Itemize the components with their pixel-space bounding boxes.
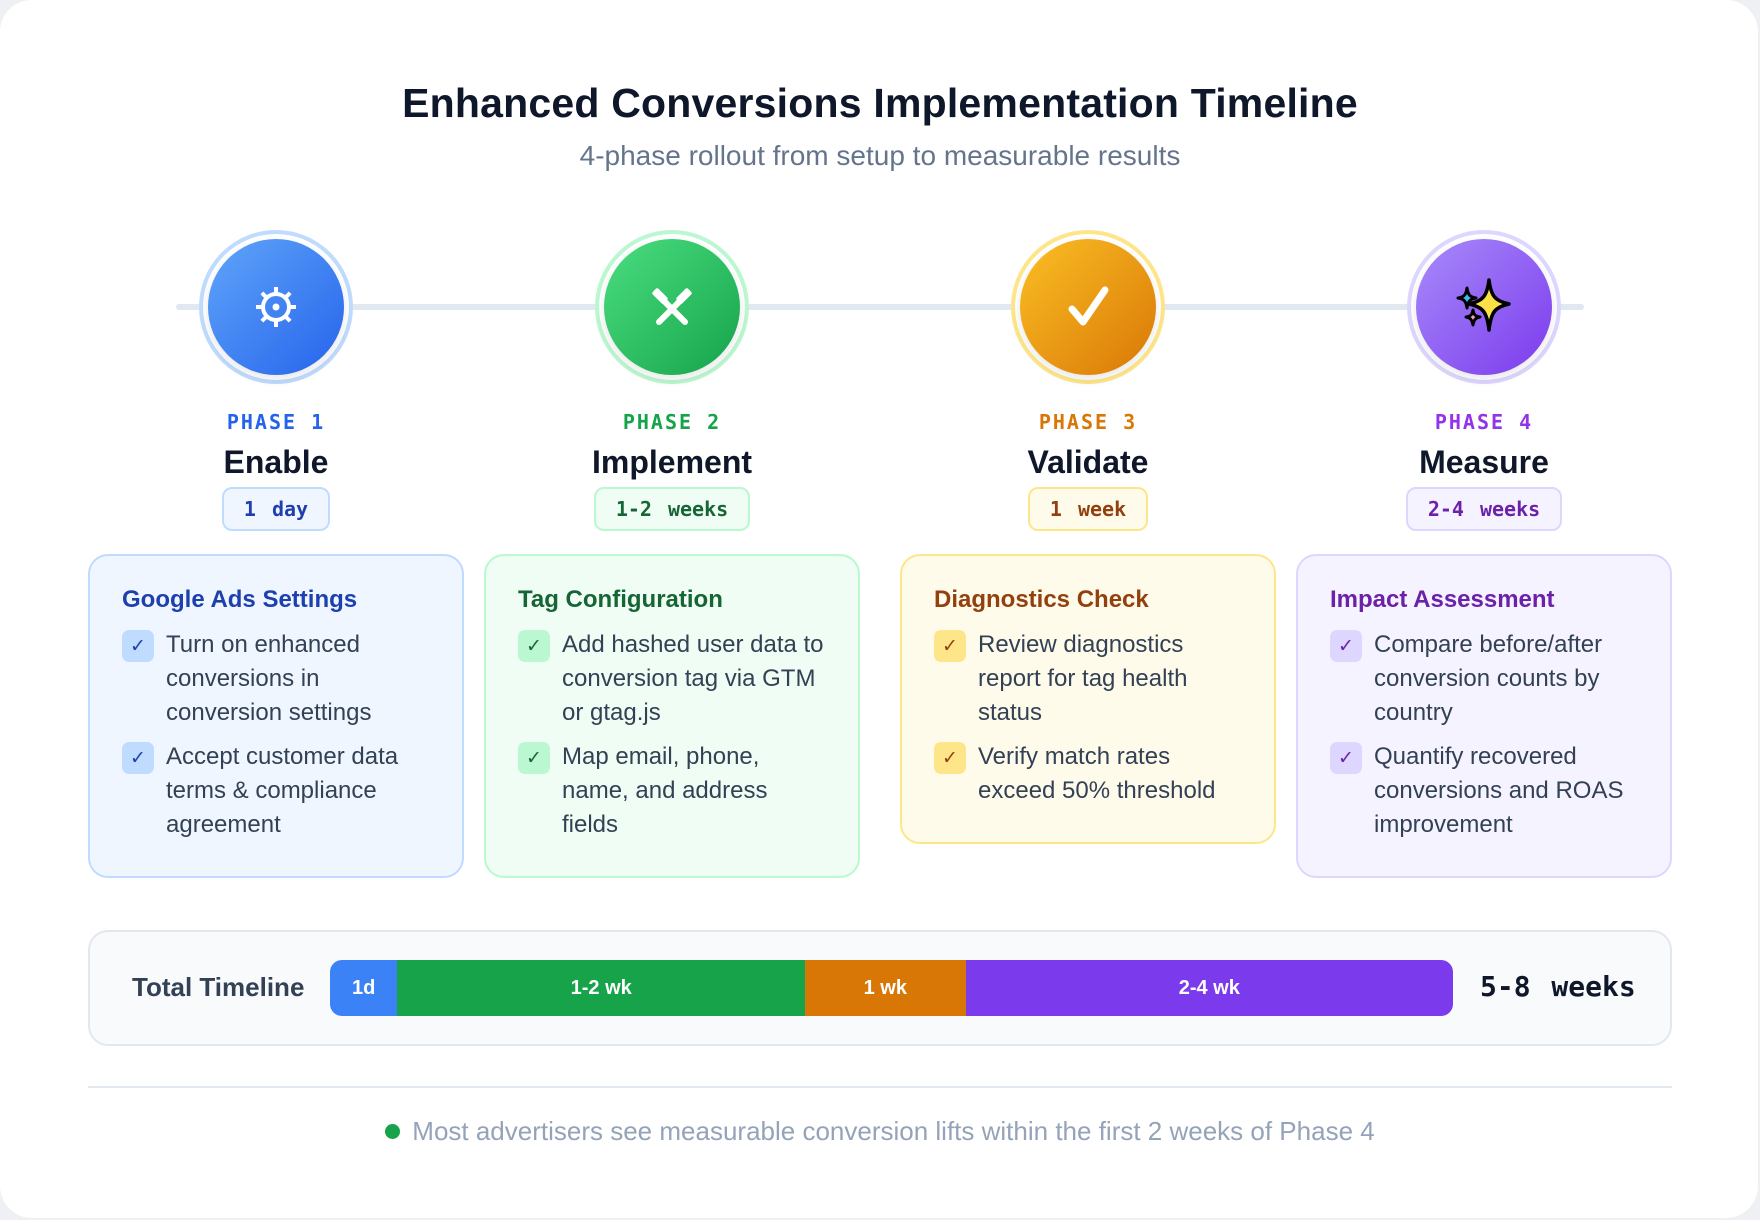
check-icon: ✓ [1330,742,1362,774]
phase-connector-line [176,304,1584,310]
checklist-item-text: Accept customer data terms & compliance … [166,743,399,838]
detail-card-heading: Impact Assessment [1330,586,1555,613]
phase-3-duration-badge: 1 week [1027,487,1149,531]
total-timeline-bar: 1d 1-2 wk 1 wk 2-4 wk [330,960,1453,1016]
total-timeline-panel: Total Timeline 1d 1-2 wk 1 wk 2-4 wk 5-8… [88,930,1672,1046]
phase-2-name: Implement [591,444,753,480]
checklist-item: ✓ Map email, phone, name, and address fi… [518,740,826,842]
check-icon: ✓ [934,742,966,774]
phase-2-duration-badge: 1-2 weeks [593,487,751,531]
phase-2-label: PHASE 2 [622,410,722,434]
hammer-pick-icon [652,288,692,325]
phase-1-label: PHASE 1 [226,410,326,434]
timeline-segment-phase-1: 1d [330,960,398,1016]
phase-3-label: PHASE 3 [1038,410,1138,434]
checklist-item-text: Verify match rates exceed 50% threshold [978,743,1216,804]
checklist-item-text: Quantify recovered conversions and ROAS … [1374,743,1624,838]
phase-3-name: Validate [1027,444,1149,480]
phase-3-head: PHASE 3 Validate 1 week [938,230,1238,531]
phase-2-ring [595,230,749,384]
phase-4-detail-card: Impact Assessment ✓ Compare before/after… [1296,554,1672,878]
detail-card-heading: Google Ads Settings [122,586,358,613]
phase-4-duration-badge: 2-4 weeks [1405,487,1563,531]
phase-4-name: Measure [1419,444,1549,480]
phase-2-detail-card: Tag Configuration ✓ Add hashed user data… [484,554,860,878]
checklist-item-text: Add hashed user data to conversion tag v… [562,631,824,726]
phase-2-head: PHASE 2 Implement 1-2 weeks [522,230,822,531]
phase-4-ring [1407,230,1561,384]
checklist-item: ✓ Review diagnostics report for tag heal… [934,628,1242,730]
check-icon: ✓ [122,630,154,662]
total-timeline-label: Total Timeline [132,972,305,1002]
page-subtitle: 4-phase rollout from setup to measurable… [579,140,1181,171]
phase-4-label: PHASE 4 [1434,410,1534,434]
timeline-segment-phase-3: 1 wk [805,960,966,1016]
phase-1-name: Enable [223,444,329,480]
phase-1-duration-badge: 1 day [221,487,331,531]
status-dot-icon [385,1124,401,1139]
detail-card-heading: Diagnostics Check [934,586,1149,613]
checklist-item: ✓ Verify match rates exceed 50% threshol… [934,740,1242,808]
checklist-item: ✓ Turn on enhanced conversions in conver… [122,628,430,730]
check-icon: ✓ [122,742,154,774]
phase-4-disc [1416,239,1552,375]
phase-1-detail-card: Google Ads Settings ✓ Turn on enhanced c… [88,554,464,878]
check-icon: ✓ [1330,630,1362,662]
checklist-item: ✓ Accept customer data terms & complianc… [122,740,430,842]
checklist-item-text: Compare before/after conversion counts b… [1374,631,1603,726]
detail-card-heading: Tag Configuration [518,586,723,613]
footer-note: Most advertisers see measurable conversi… [0,1116,1760,1147]
phase-4-head: PHASE 4 Measure 2-4 weeks [1334,230,1634,531]
phase-3-disc [1020,239,1156,375]
checklist-item-text: Review diagnostics report for tag health… [978,631,1188,726]
checklist-item: ✓ Add hashed user data to conversion tag… [518,628,826,730]
gear-icon [256,287,296,327]
timeline-segment-phase-4: 2-4 wk [965,960,1453,1016]
footer-divider [88,1086,1672,1088]
footer-note-text: Most advertisers see measurable conversi… [412,1116,1375,1146]
phase-2-disc [604,239,740,375]
check-icon: ✓ [518,742,550,774]
checklist-item-text: Turn on enhanced conversions in conversi… [166,631,372,726]
checkmark-icon [1068,286,1109,326]
check-icon: ✓ [518,630,550,662]
checklist-item: ✓ Compare before/after conversion counts… [1330,628,1638,730]
phase-1-disc [208,239,344,375]
total-timeline-value: 5-8 weeks [1480,970,1636,1003]
phase-3-detail-card: Diagnostics Check ✓ Review diagnostics r… [900,554,1276,844]
checklist-item: ✓ Quantify recovered conversions and ROA… [1330,740,1638,842]
sparkles-icon [1456,278,1511,332]
timeline-segment-phase-2: 1-2 wk [397,960,806,1016]
page-title: Enhanced Conversions Implementation Time… [402,80,1358,126]
phase-3-ring [1011,230,1165,384]
phase-1-head: PHASE 1 Enable 1 day [126,230,426,531]
check-icon: ✓ [934,630,966,662]
checklist-item-text: Map email, phone, name, and address fiel… [562,743,768,838]
phase-1-ring [199,230,353,384]
